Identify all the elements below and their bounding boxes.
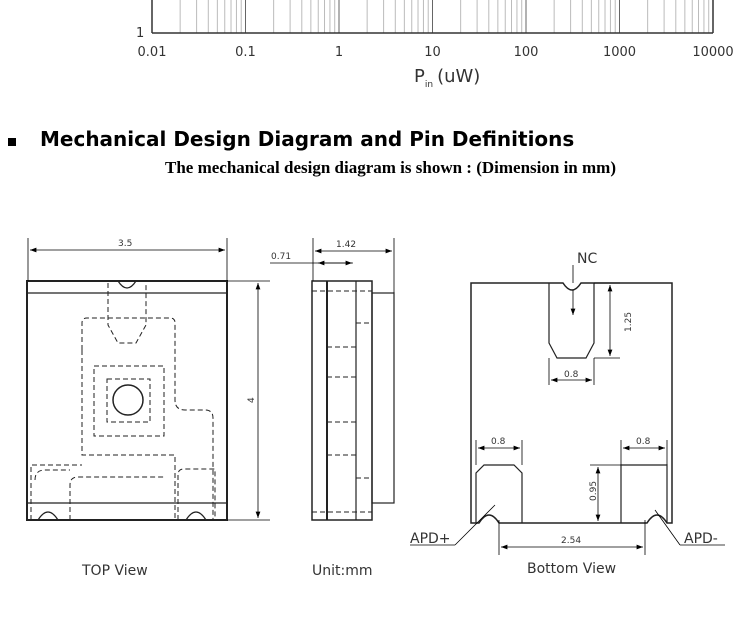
side-width-dim: 1.42 [336,240,356,250]
pitch-dim: 2.54 [561,536,581,546]
bottom-view-caption: Bottom View [527,561,616,577]
x-tick-label: 1 [335,45,343,60]
x-tick-label: 100 [514,45,539,60]
side-half-dim: 0.71 [271,252,291,262]
pin-apd-minus-label: APD- [684,531,718,547]
left-pad-dim: 0.8 [491,437,506,447]
y-tick-label: 1 [136,26,144,41]
nc-width-dim: 0.8 [564,370,579,380]
section-title: Mechanical Design Diagram and Pin Defini… [40,127,575,151]
x-tick-label: 0.1 [235,45,256,60]
x-tick-label: 1000 [603,45,636,60]
top-width-dim: 3.5 [118,239,132,249]
x-tick-label: 10 [424,45,441,60]
bottom-view-drawing [410,265,725,555]
unit-caption: Unit:mm [312,563,373,579]
nc-height-dim: 1.25 [624,312,634,332]
pin-apd-plus-label: APD+ [410,531,451,547]
x-axis-label: Pin(uW) [414,66,480,90]
bullet-icon [8,138,16,146]
pad-height-dim: 0.95 [589,481,599,501]
section-subtitle: The mechanical design diagram is shown :… [165,158,616,177]
chart-fragment: 1 0.01 0.1 1 10 100 1000 10000 Pin(uW) [136,0,734,90]
pin-nc-label: NC [577,251,597,267]
top-height-dim: 4 [247,397,257,403]
x-tick-label: 10000 [692,45,733,60]
right-pad-dim: 0.8 [636,437,651,447]
x-tick-label: 0.01 [138,45,167,60]
side-view-drawing [270,238,395,521]
top-view-drawing [26,238,270,521]
top-view-caption: TOP View [81,563,148,579]
